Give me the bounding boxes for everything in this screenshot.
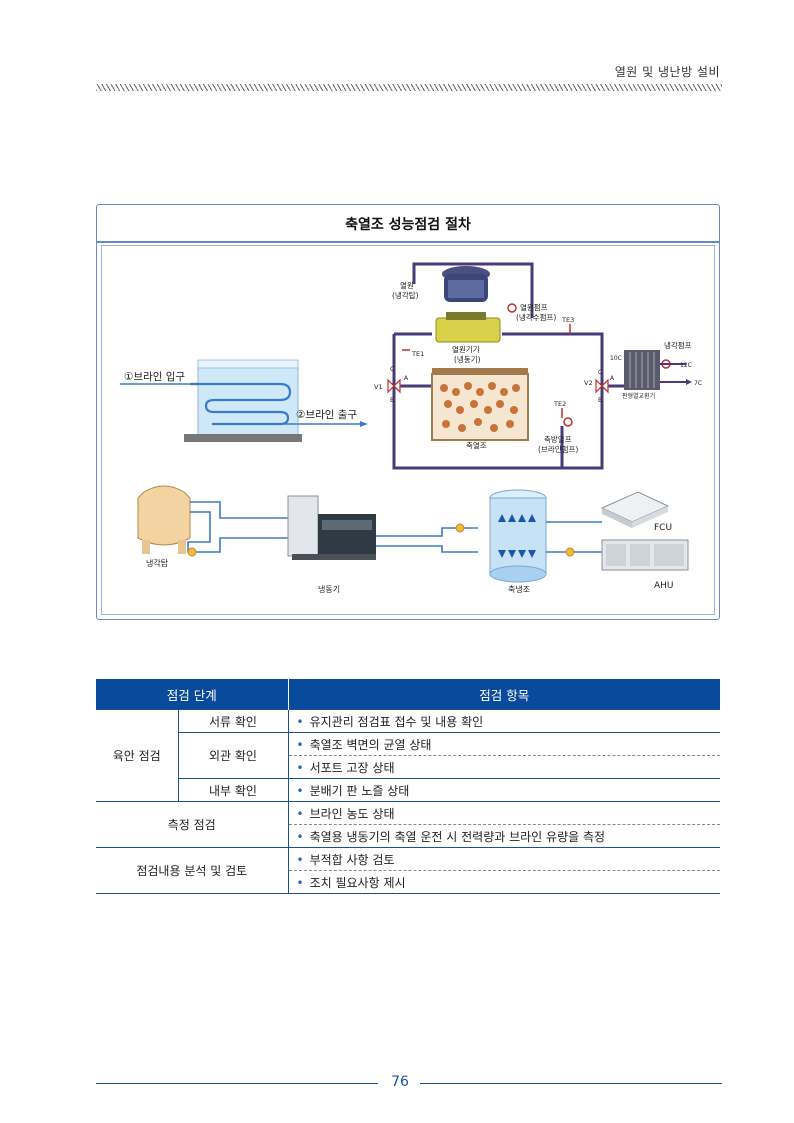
bullet-mark: •: [296, 760, 304, 775]
temp-12c-label: 12C: [680, 362, 692, 369]
brine-inlet-label: ①브라인 입구: [124, 370, 185, 383]
bullet-mark: •: [296, 829, 304, 844]
item-cell: • 부적합 사항 검토: [288, 847, 720, 871]
ahu-label: AHU: [654, 581, 674, 591]
temp-7c-label: 7C: [694, 380, 702, 387]
te2-label: TE2: [553, 400, 566, 408]
brine-coil-tank: [120, 359, 368, 442]
storage-piping-schematic: [387, 262, 692, 470]
stage-measure: 측정 점검: [96, 801, 289, 848]
item-text: 서포트 고장 상태: [309, 760, 395, 775]
item-cell: • 브라인 농도 상태: [288, 801, 720, 825]
source-pump-label: 열원펌프: [520, 302, 548, 312]
footer-rule-left: [96, 1083, 378, 1084]
figure-title: 축열조 성능점검 절차: [345, 217, 471, 233]
item-cell: • 분배기 판 노즐 상태: [288, 778, 720, 802]
bullet-mark: •: [296, 875, 304, 890]
header-items: 점검 항목: [288, 679, 720, 710]
inspection-table: 점검 단계 점검 항목 육안 점검 서류 확인 • 유지관리 점검표 접수 및 내…: [96, 679, 720, 894]
item-text: 축열조 벽면의 균열 상태: [309, 737, 432, 752]
te3-label: TE3: [561, 316, 574, 324]
running-header: 열원 및 냉난방 설비: [614, 65, 720, 79]
table-row: 외관 확인 • 축열조 벽면의 균열 상태: [96, 732, 720, 779]
item-cell: • 축열조 벽면의 균열 상태: [288, 732, 720, 756]
valve2-c-label: C: [598, 369, 602, 376]
item-cell: • 서포트 고장 상태: [288, 755, 720, 779]
cooling-tower-label: 냉각탑: [146, 558, 169, 568]
storage-tank-label: 축열조: [466, 441, 487, 450]
bullet-mark: •: [296, 737, 304, 752]
valve2-b-label: B: [598, 397, 602, 404]
valve1-b-label: B: [390, 397, 394, 404]
table-row: 육안 점검 서류 확인 • 유지관리 점검표 접수 및 내용 확인: [96, 709, 720, 802]
valve2-a-label: A: [610, 375, 615, 382]
item-cell: • 조치 필요사항 제시: [288, 870, 720, 894]
item-text: 분배기 판 노즐 상태: [309, 783, 410, 798]
discharge-pump-label: 축방열프: [544, 434, 572, 444]
sub-doc-check: 서류 확인: [178, 709, 289, 733]
sub-int-check: 내부 확인: [178, 778, 289, 802]
item-cell: • 축열용 냉동기의 축열 운전 시 전력량과 브라인 유량을 측정: [288, 824, 720, 848]
figure-title-bar: 축열조 성능점검 절차: [97, 205, 719, 243]
system-diagram: ①브라인 입구 ②브라인 출구: [120, 262, 702, 594]
valve1-a-label: A: [404, 375, 409, 382]
heat-source-label: 열원: [400, 281, 414, 290]
item-text: 부적합 사항 검토: [309, 852, 395, 867]
cooling-pump-label: 냉각펌프: [664, 340, 692, 350]
chiller-paren-label: (냉동기): [454, 354, 481, 364]
bullet-mark: •: [296, 783, 304, 798]
table-row: • 조치 필요사항 제시: [96, 870, 720, 894]
bullet-mark: •: [296, 806, 304, 821]
v2-label: V2: [584, 379, 593, 387]
cooling-tower-paren-label: (냉각탑): [392, 290, 419, 300]
temp-10c-label: 10C: [610, 355, 622, 362]
item-text: 유지관리 점검표 접수 및 내용 확인: [309, 714, 484, 729]
table-row: 측정 점검 • 브라인 농도 상태: [96, 801, 720, 848]
valve1-c-label: C: [390, 366, 394, 373]
header-hatch-rule: [96, 84, 722, 91]
bullet-mark: •: [296, 714, 304, 729]
cooling-water-pump-label: (냉각수펌프): [516, 312, 556, 322]
item-text: 축열용 냉동기의 축열 운전 시 전력량과 브라인 유량을 측정: [309, 829, 606, 844]
bullet-mark: •: [296, 852, 304, 867]
brine-pump-paren-label: (브라인펌프): [538, 444, 578, 454]
header-stage: 점검 단계: [96, 679, 289, 710]
footer-rule-right: [420, 1083, 722, 1084]
item-cell: • 유지관리 점검표 접수 및 내용 확인: [288, 709, 720, 733]
brine-outlet-label: ②브라인 출구: [296, 409, 357, 421]
page-number: 76: [391, 1074, 409, 1090]
table-row: 내부 확인 • 분배기 판 노즐 상태: [96, 778, 720, 802]
item-text: 브라인 농도 상태: [309, 806, 395, 821]
table-header-row: 점검 단계 점검 항목: [96, 679, 720, 710]
sub-ext-check: 외관 확인: [178, 732, 289, 779]
te1-label: TE1: [411, 350, 424, 358]
heat-source-unit-label: 열원기기: [452, 345, 480, 354]
figure-frame: 축열조 성능점검 절차 ①브라인 입구 ②브라인 출구: [96, 204, 720, 620]
figure-illustration-area: ①브라인 입구 ②브라인 출구: [101, 245, 715, 615]
system-overview: [137, 485, 689, 583]
table-row: • 서포트 고장 상태: [96, 755, 720, 779]
chiller-label: 냉동기: [318, 584, 340, 594]
item-text: 조치 필요사항 제시: [309, 875, 406, 890]
v1-label: V1: [374, 383, 383, 391]
ice-tank-label: 축냉조: [508, 584, 530, 594]
stage-analysis: 점검내용 분석 및 검토: [96, 847, 289, 894]
table-row: 점검내용 분석 및 검토 • 부적합 사항 검토: [96, 847, 720, 894]
stage-visual: 육안 점검: [96, 709, 179, 802]
table-row: • 축열용 냉동기의 축열 운전 시 전력량과 브라인 유량을 측정: [96, 824, 720, 848]
plate-hx-label: 판형열교환기: [622, 392, 655, 400]
fcu-label: FCU: [654, 523, 672, 533]
